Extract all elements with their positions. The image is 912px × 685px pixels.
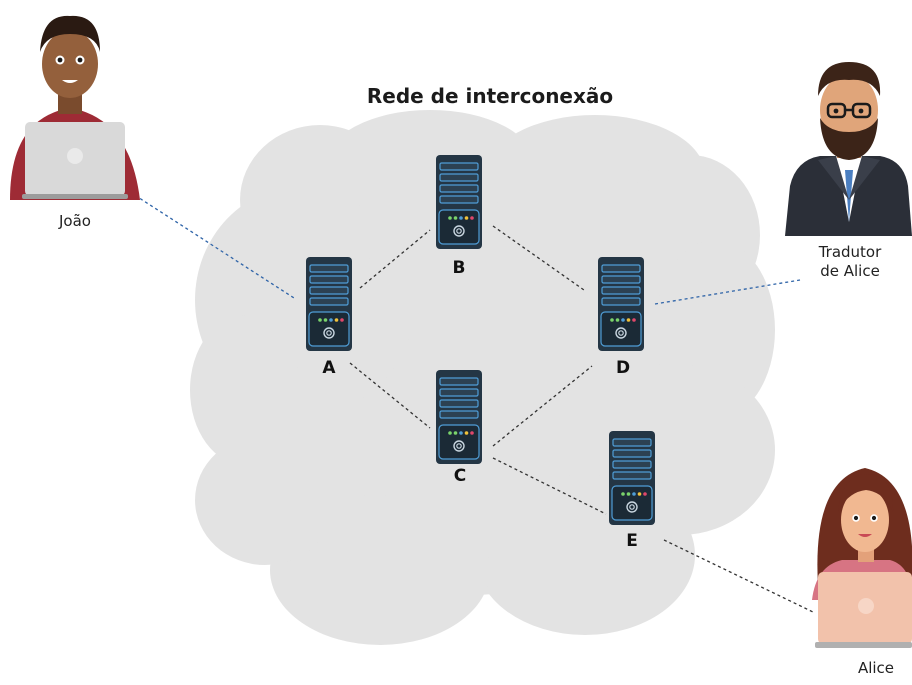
link-a-c [349, 362, 431, 429]
label-tradutor: Tradutor de Alice [800, 243, 900, 281]
link-b-d [492, 225, 585, 291]
server-a [305, 256, 353, 352]
joao-avatar [10, 15, 140, 200]
link-joao-a [129, 191, 295, 299]
diagram-title: Rede de interconexão [366, 84, 614, 108]
server-c [435, 369, 483, 465]
tradutor-avatar [785, 62, 912, 236]
label-joao: João [59, 212, 91, 230]
label-node-b: B [452, 258, 466, 278]
link-d-tradutor [654, 279, 801, 305]
alice-avatar [812, 468, 912, 648]
label-node-c: C [453, 466, 467, 486]
server-d [597, 256, 645, 352]
server-e [608, 430, 656, 526]
server-b [435, 154, 483, 250]
label-node-d: D [615, 358, 631, 378]
label-node-e: E [626, 531, 638, 551]
links [129, 191, 814, 613]
label-tradutor-line1: Tradutor [818, 243, 882, 261]
network-cloud [190, 110, 775, 645]
label-tradutor-line2: de Alice [820, 262, 880, 280]
label-node-a: A [322, 358, 336, 378]
label-alice: Alice [857, 659, 895, 677]
